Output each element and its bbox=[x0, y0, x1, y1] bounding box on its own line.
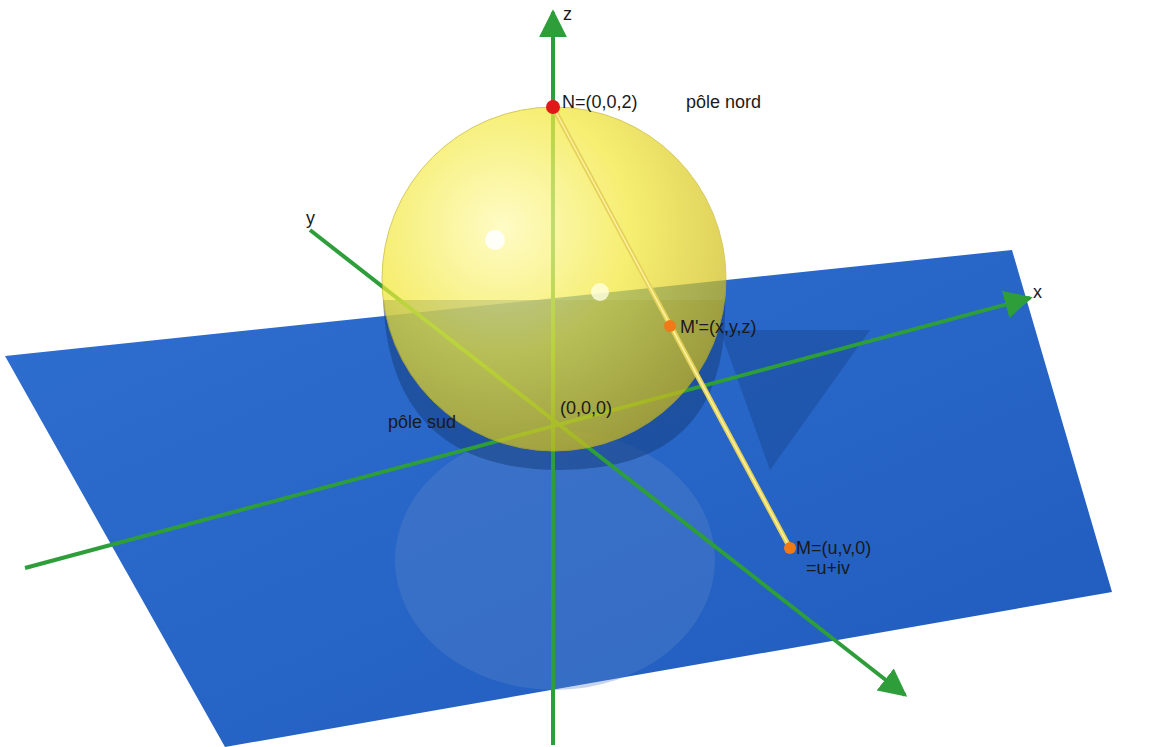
riemann-sphere bbox=[382, 107, 726, 451]
highlight bbox=[591, 283, 609, 301]
point-label: pôle nord bbox=[686, 92, 761, 113]
point-label: N=(0,0,2) bbox=[562, 92, 638, 113]
line-shadow bbox=[720, 330, 870, 470]
point-label: M=(u,v,0) bbox=[796, 538, 871, 559]
projection-line bbox=[553, 107, 790, 548]
point-label: (0,0,0) bbox=[560, 398, 612, 419]
axis-label: z bbox=[563, 4, 572, 25]
plane-point bbox=[784, 542, 796, 554]
point-label: pôle sud bbox=[388, 412, 456, 433]
north-pole-point bbox=[546, 100, 560, 114]
axis-label: x bbox=[1033, 282, 1042, 303]
sphere-point bbox=[664, 320, 676, 332]
highlight bbox=[485, 230, 505, 250]
point-label: M'=(x,y,z) bbox=[680, 317, 757, 338]
axis-label: y bbox=[306, 208, 315, 229]
point-label: =u+iv bbox=[806, 558, 850, 579]
projection-line bbox=[553, 107, 790, 548]
